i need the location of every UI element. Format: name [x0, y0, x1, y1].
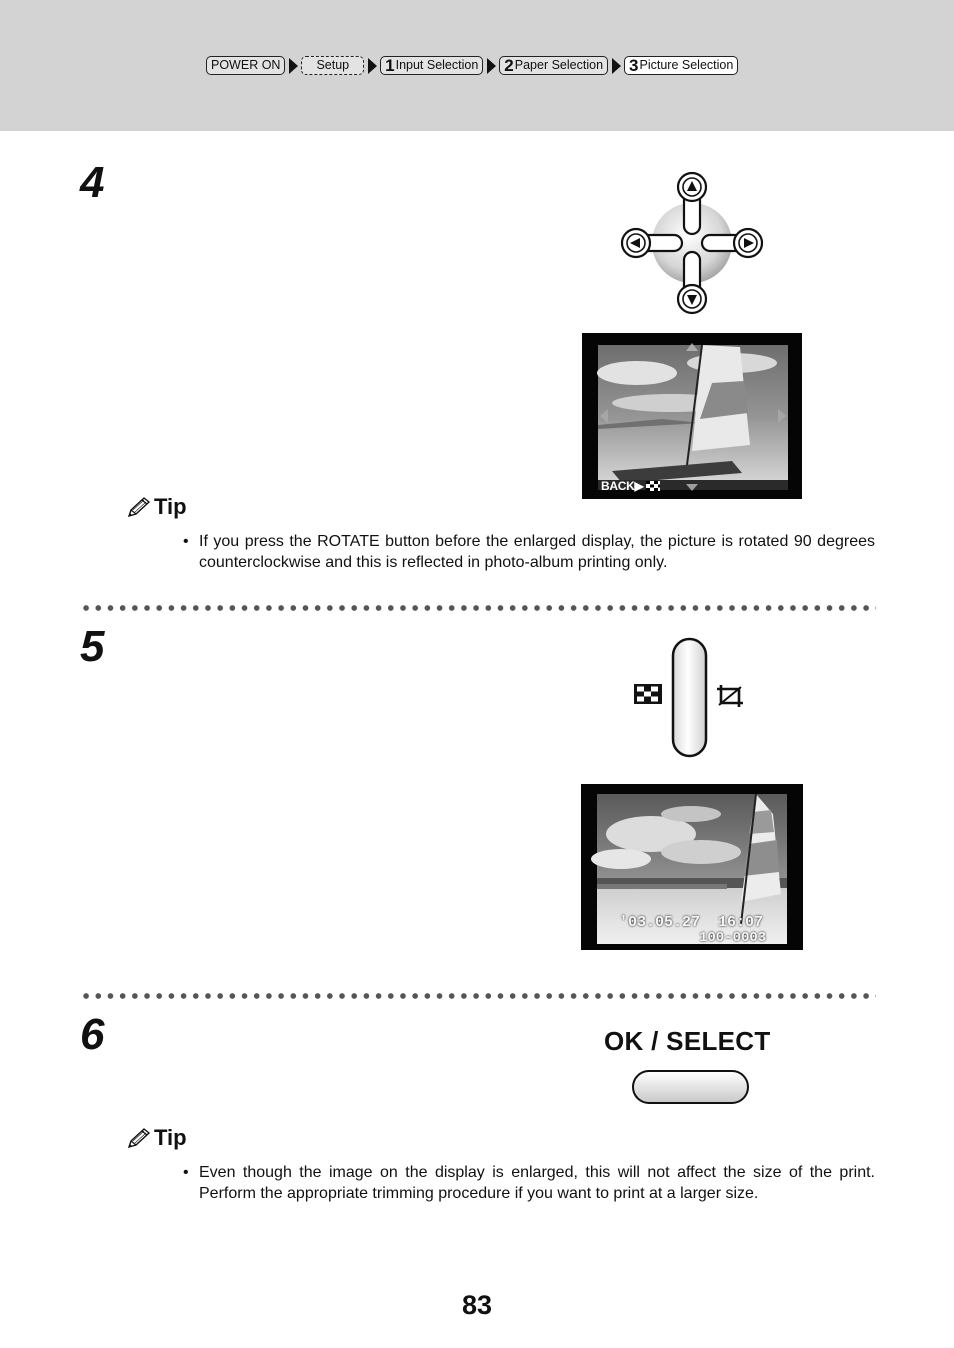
pencil-icon: [127, 1128, 151, 1149]
breadcrumb-arrow-icon: [368, 57, 378, 74]
page-number: 83: [461, 1290, 493, 1320]
crumb-step-number: 1: [385, 56, 395, 75]
tip-body-step4: • If you press the ROTATE button before …: [183, 531, 875, 573]
enlarged-display-screen: BACK▶: [582, 333, 802, 499]
dotted-divider: [80, 604, 876, 612]
breadcrumb-arrow-icon: [289, 57, 299, 74]
zoomed-display-screen: '03.05.27 16:07 100-0003: [581, 784, 803, 950]
screen-back-overlay: BACK▶: [601, 479, 644, 493]
tip-heading-label: Tip: [154, 494, 187, 519]
thumbnail-grid-icon: [634, 684, 662, 704]
crumb-paper-selection-label: Paper Selection: [514, 58, 604, 72]
tip-heading-step4: Tip: [126, 494, 187, 520]
ok-select-button[interactable]: [632, 1070, 749, 1104]
tip-body-step6: • Even though the image on the display i…: [183, 1162, 875, 1204]
tip-text-step6: Even though the image on the display is …: [199, 1164, 875, 1202]
trim-crop-icon: [717, 685, 743, 707]
step-4-number: 4: [80, 158, 105, 207]
screen-date-overlay: '03.05.27 16:07: [619, 914, 764, 931]
sailboat-photo: [597, 343, 788, 491]
crumb-step-number: 3: [629, 56, 639, 75]
tip-heading-label: Tip: [154, 1125, 187, 1150]
dpad-icon: [620, 171, 764, 315]
crumb-setup: Setup: [301, 56, 365, 75]
zoom-lever: [634, 637, 743, 758]
bullet: •: [183, 1164, 189, 1181]
crumb-power-on-label: POWER ON: [211, 58, 281, 72]
beach-photo: [591, 793, 787, 944]
crumb-input-selection-label: Input Selection: [395, 58, 479, 72]
dotted-divider: [80, 992, 876, 1000]
step-6-number: 6: [80, 1010, 105, 1059]
crumb-step-number: 2: [504, 56, 514, 75]
pencil-icon: [127, 497, 151, 518]
breadcrumb-arrow-icon: [612, 57, 622, 74]
tip-text-step4: If you press the ROTATE button before th…: [199, 533, 875, 571]
step-5-number: 5: [80, 622, 105, 671]
ok-select-label: OK / SELECT: [604, 1026, 771, 1056]
tip-heading-step6: Tip: [126, 1125, 187, 1151]
crumb-power-on: POWER ON: [206, 56, 286, 75]
crumb-setup-label: Setup: [316, 58, 350, 72]
screen-file-overlay: 100-0003: [699, 930, 767, 946]
bullet: •: [183, 533, 189, 550]
crumb-picture-selection-label: Picture Selection: [639, 58, 734, 72]
breadcrumb-arrow-icon: [487, 57, 497, 74]
